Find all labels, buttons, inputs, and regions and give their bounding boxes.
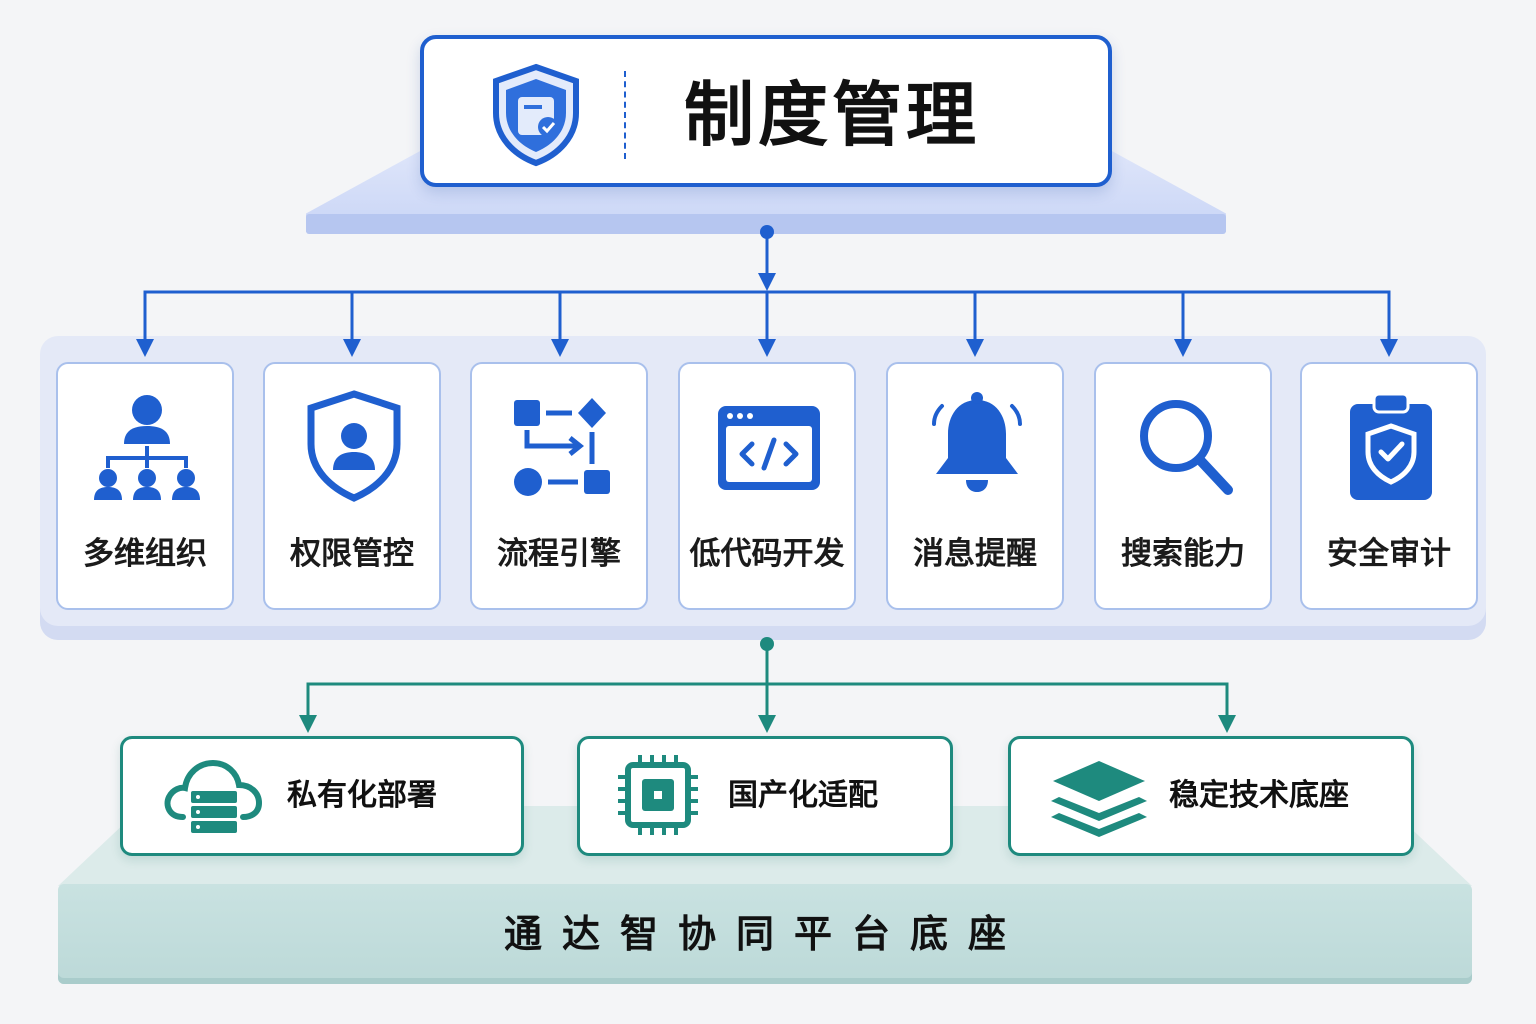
module-card-org: 多维组织 (56, 362, 234, 610)
title-divider (624, 71, 626, 159)
title-box: 制度管理 (420, 35, 1112, 187)
foundation-card-tech-base: 稳定技术底座 (1008, 736, 1414, 856)
module-card-lowcode: 低代码开发 (678, 362, 856, 610)
module-label: 低代码开发 (689, 536, 845, 572)
foundation-connectors (299, 637, 1236, 733)
module-label: 消息提醒 (913, 536, 1037, 572)
module-card-notify: 消息提醒 (886, 362, 1064, 610)
cloud-server-icon (164, 759, 263, 833)
foundation-card-private-deploy: 私有化部署 (120, 736, 524, 856)
base-platform-label: 通达智协同平台底座 (503, 912, 1026, 956)
bell-icon (932, 392, 1022, 492)
module-label: 搜索能力 (1121, 536, 1245, 572)
module-label: 流程引擎 (497, 536, 621, 572)
chip-icon (618, 755, 698, 835)
module-label: 多维组织 (83, 536, 207, 572)
clipboard-shield-icon (1350, 392, 1432, 500)
module-label: 权限管控 (290, 536, 414, 572)
code-window-icon (718, 406, 820, 490)
foundation-label: 稳定技术底座 (1169, 778, 1349, 813)
org-hierarchy-icon (94, 395, 200, 500)
page-title: 制度管理 (684, 74, 980, 156)
workflow-icon (514, 398, 610, 496)
search-icon (1140, 400, 1233, 495)
module-card-workflow: 流程引擎 (470, 362, 648, 610)
module-card-permission: 权限管控 (263, 362, 441, 610)
module-card-search: 搜索能力 (1094, 362, 1272, 610)
top-platform-edge (306, 214, 1226, 234)
foundation-label: 私有化部署 (287, 778, 437, 813)
shield-user-icon (307, 390, 401, 502)
module-label: 安全审计 (1327, 536, 1451, 572)
shield-document-check-icon (493, 63, 579, 167)
module-card-audit: 安全审计 (1300, 362, 1478, 610)
foundation-card-domestic: 国产化适配 (577, 736, 953, 856)
foundation-label: 国产化适配 (728, 778, 878, 813)
layers-icon (1051, 761, 1147, 837)
module-connectors (136, 225, 1398, 357)
base-platform: 通达智协同平台底座 (58, 884, 1472, 984)
